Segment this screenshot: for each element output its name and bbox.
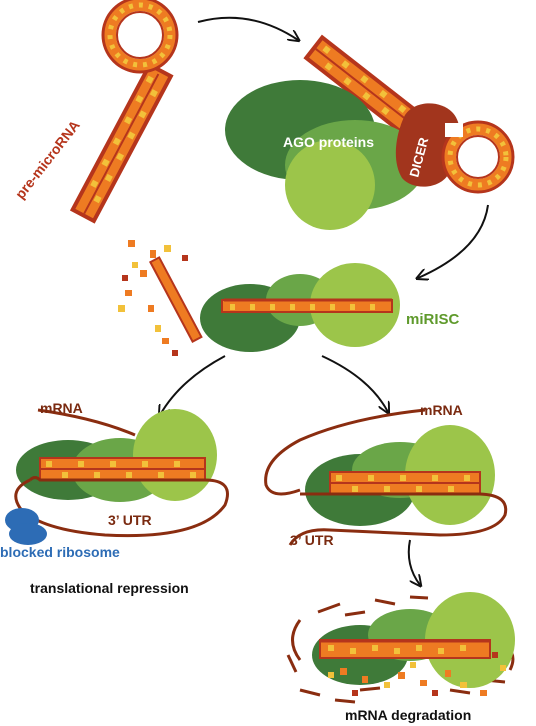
utr-left-label: 3’ UTR	[108, 512, 152, 528]
mirisc-complex	[200, 263, 400, 352]
mirisc-label: miRISC	[406, 311, 460, 328]
passenger-strand-fragments	[118, 240, 203, 356]
ribosome-icon	[5, 508, 47, 545]
ago-proteins-label: AGO proteins	[283, 134, 374, 150]
arrow-dicer-step	[197, 16, 298, 40]
cleaved-loop	[441, 120, 515, 194]
mrna-degradation-label: mRNA degradation	[345, 707, 471, 723]
degradation-complex	[264, 408, 508, 546]
arrow-to-degradation	[321, 355, 388, 412]
arrow-to-repression	[160, 355, 226, 415]
pre-microrna-hairpin	[69, 0, 179, 224]
arrow-loading-step	[418, 204, 489, 278]
utr-right-label: 3’ UTR	[290, 532, 334, 548]
ago-proteins-complex	[225, 80, 425, 230]
mrna-left-label: mRNA	[40, 400, 83, 416]
degraded-mrna-fragments	[286, 592, 515, 704]
translational-repression-label: translational repression	[30, 580, 189, 596]
repression-complex	[14, 408, 229, 538]
pre-microrna-label: pre-microRNA	[12, 117, 83, 202]
mrna-right-label: mRNA	[420, 402, 463, 418]
blocked-ribosome-label: blocked ribosome	[0, 544, 120, 560]
arrow-degradation-step	[407, 539, 420, 585]
